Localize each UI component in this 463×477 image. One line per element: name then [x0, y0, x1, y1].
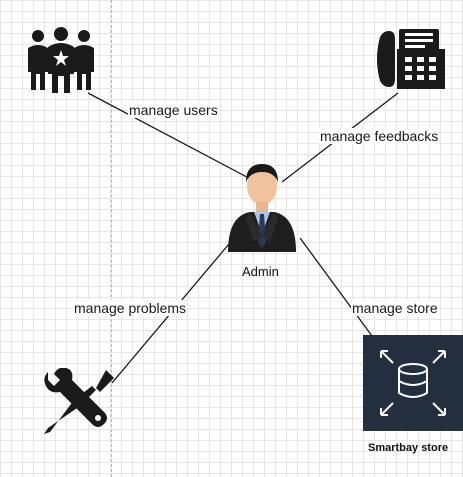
users-group-icon[interactable]	[26, 26, 96, 94]
admin-avatar-icon[interactable]	[224, 156, 300, 252]
admin-label: Admin	[242, 264, 279, 279]
storage-icon	[380, 350, 446, 416]
edge-label-store: manage store	[351, 300, 439, 316]
tools-icon[interactable]	[40, 368, 116, 436]
guide-line	[111, 0, 112, 477]
store-label: Smartbay store	[368, 442, 449, 454]
edge-label-problems: manage problems	[73, 300, 188, 316]
fax-phone-icon[interactable]	[375, 27, 447, 91]
edge-users[interactable]	[87, 92, 263, 186]
edge-label-feedbacks: manage feedbacks	[319, 128, 440, 144]
edge-store[interactable]	[299, 237, 373, 337]
edge-label-users: manage users	[128, 102, 219, 118]
store-node[interactable]	[363, 335, 463, 431]
